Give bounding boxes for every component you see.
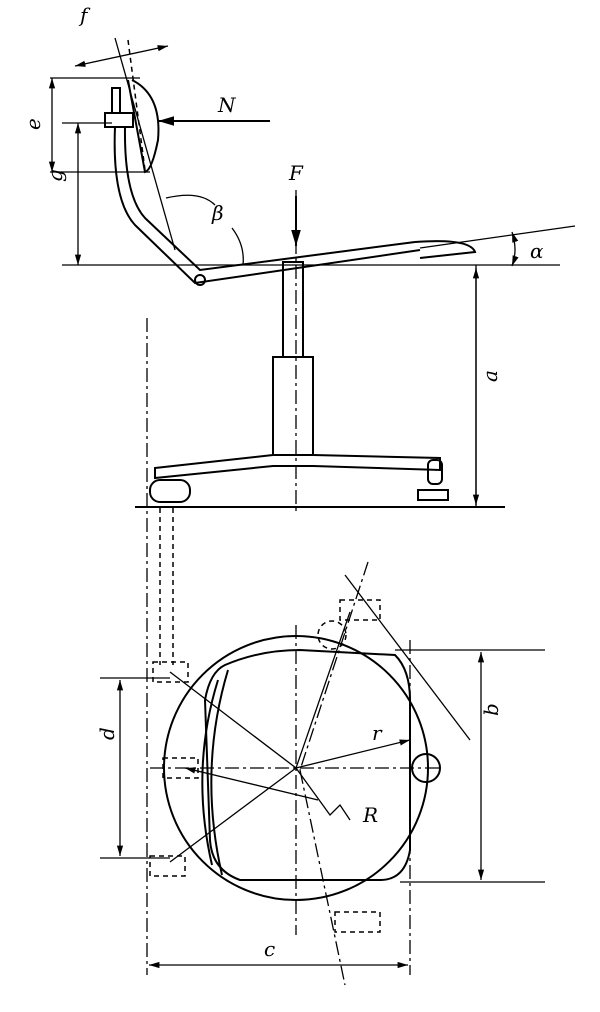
dimension-f — [74, 45, 169, 67]
label-f: f — [78, 3, 91, 27]
label-alpha: α — [530, 239, 544, 263]
label-N: N — [217, 93, 237, 117]
label-beta: β — [211, 201, 224, 225]
label-a: a — [478, 370, 502, 382]
label-e: e — [21, 118, 45, 130]
label-b: b — [479, 703, 503, 716]
seat-circle — [163, 635, 429, 901]
label-F: F — [288, 161, 304, 185]
label-d: d — [95, 727, 119, 740]
side-view — [48, 37, 576, 515]
label-r: r — [372, 721, 383, 745]
label-g: g — [43, 169, 67, 182]
label-R: R — [362, 803, 378, 827]
plan-view — [100, 318, 545, 986]
label-c: c — [264, 937, 275, 961]
